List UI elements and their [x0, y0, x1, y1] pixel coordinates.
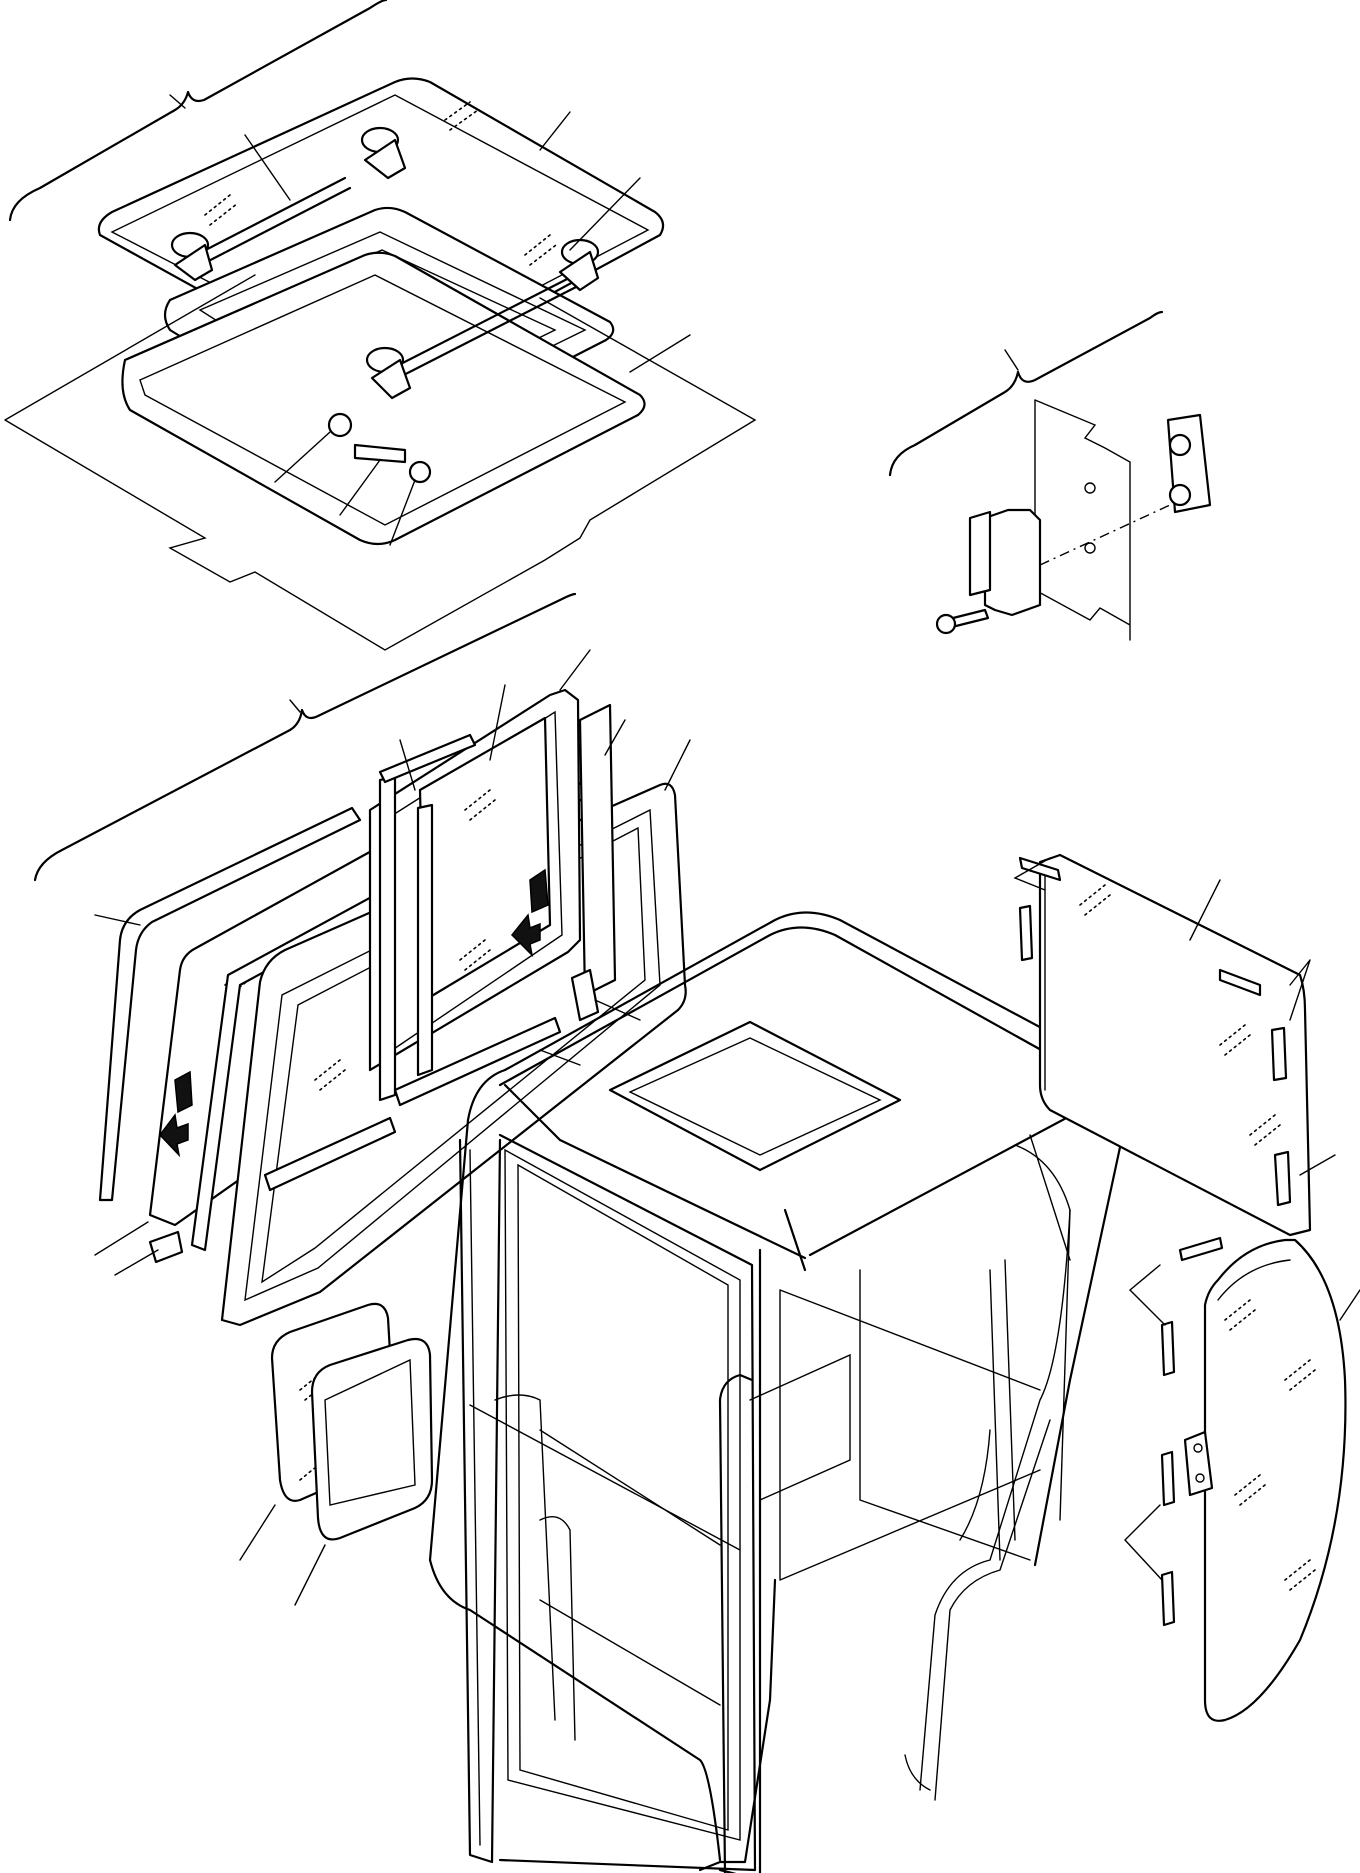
- leader-line: [1004, 349, 1019, 371]
- rail: [393, 1016, 562, 1107]
- group-brace: [8, 0, 388, 222]
- door-glass-pane: [1203, 1238, 1347, 1722]
- cushion-block: [378, 775, 397, 1102]
- small-window-seal: [310, 1337, 434, 1541]
- spacer-pad: [1160, 1320, 1176, 1377]
- leader-line: [169, 94, 186, 109]
- cushion-block: [378, 733, 477, 784]
- cushion-block: [416, 803, 434, 1077]
- group-brace: [888, 310, 1164, 477]
- spacer-pad: [1218, 968, 1262, 997]
- weather-strip: [98, 806, 362, 1202]
- direction-arrow-icon: [159, 1070, 193, 1158]
- spacer-pad: [1018, 856, 1062, 882]
- cab-roof: [498, 926, 1102, 1260]
- cushion-block: [570, 968, 600, 1022]
- rear-glass: [1038, 853, 1312, 1237]
- spacer-pad: [1160, 1450, 1176, 1507]
- hinge-plate: [1183, 1430, 1214, 1497]
- door-opening: [959, 1134, 1071, 1561]
- front-window-assembly: [33, 592, 691, 1327]
- spacer-pad: [1018, 904, 1034, 962]
- spacer-pad: [1178, 1236, 1224, 1262]
- door-catch-assembly: [888, 310, 1212, 641]
- cushion-block: [148, 1230, 184, 1264]
- mounting-panel: [1034, 399, 1131, 641]
- rail: [263, 1116, 397, 1192]
- seal-ring: [121, 251, 646, 546]
- front-opening: [504, 1148, 741, 1841]
- rear-window-glass: [1013, 853, 1336, 1237]
- washer: [408, 460, 432, 484]
- snap-ring: [327, 412, 353, 438]
- spacer-pad: [1273, 1150, 1292, 1207]
- door-glass: [1124, 1236, 1360, 1722]
- side-small-window: [239, 1302, 434, 1606]
- group-brace: [33, 592, 577, 882]
- spacer-pad: [1270, 1026, 1288, 1082]
- front-pillar: [458, 1138, 502, 1864]
- leader-line: [289, 699, 301, 713]
- direction-arrow-icon: [510, 868, 549, 958]
- roof-opening: [608, 1020, 902, 1172]
- gas-stay-struts: [170, 126, 600, 400]
- roof-hatch-assembly: [4, 0, 757, 651]
- mounting-flange: [4, 274, 757, 651]
- pin: [353, 443, 407, 464]
- spacer-pad: [1160, 1570, 1176, 1627]
- catch-block: [983, 508, 1042, 617]
